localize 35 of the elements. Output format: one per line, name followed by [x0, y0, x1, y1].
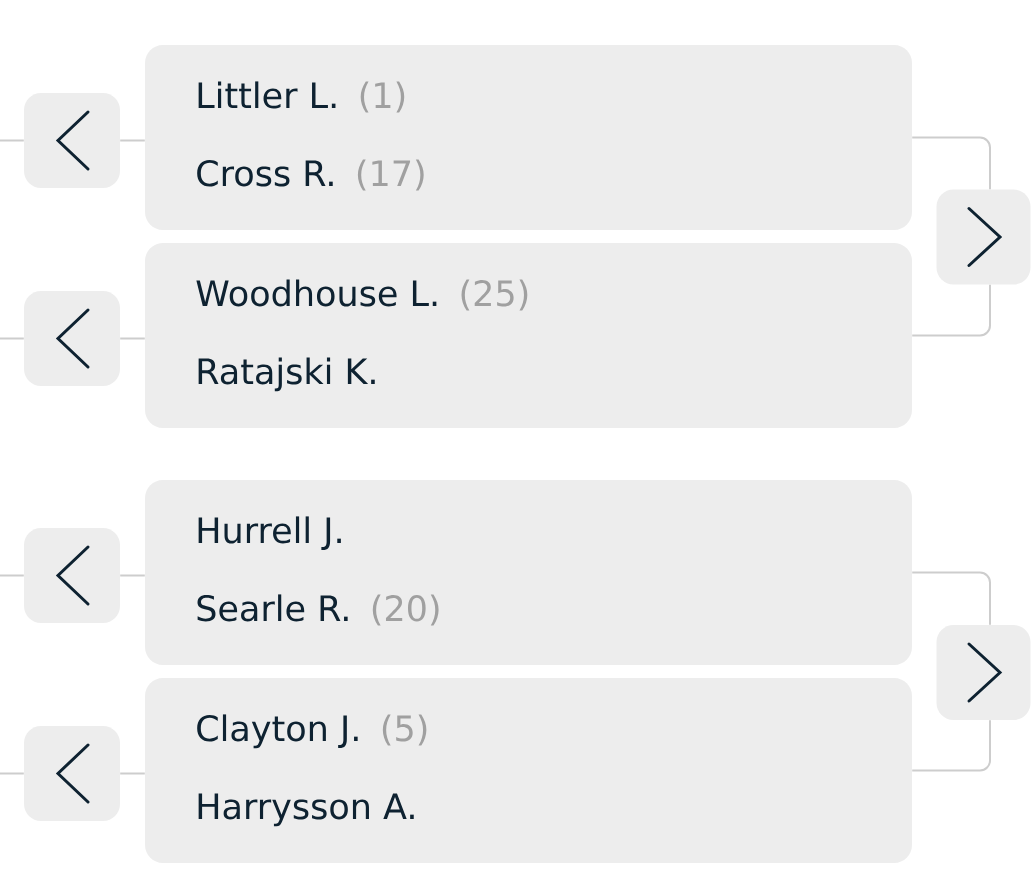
nav-button — [24, 93, 120, 188]
player-name: Cross R. — [197, 160, 333, 187]
match-box — [145, 45, 912, 230]
connector-line — [911, 719, 991, 772]
player-name: Searle R. — [197, 594, 348, 622]
nav-button — [936, 189, 1031, 285]
match-box — [145, 243, 912, 428]
player-name: Ratajski K. — [198, 357, 375, 392]
player-name: Harrysson A. — [198, 793, 414, 827]
nav-button — [24, 726, 120, 821]
seed-number: (17) — [357, 159, 424, 191]
match-box — [145, 480, 912, 665]
nav-button — [936, 625, 1031, 720]
player-name: Littler L. — [198, 81, 336, 109]
seed-number: (1) — [360, 81, 405, 113]
connector-line — [119, 772, 146, 775]
seed-number: (20) — [372, 594, 439, 626]
connector-line — [119, 574, 146, 577]
connector-line — [911, 571, 991, 626]
connector-line — [119, 337, 146, 340]
nav-button — [24, 528, 120, 623]
seed-number: (5) — [382, 714, 427, 746]
seed-number: (25) — [461, 279, 528, 311]
connector-line — [0, 139, 25, 142]
player-name: Clayton J. — [197, 714, 358, 749]
connector-line — [119, 139, 146, 142]
nav-button — [24, 291, 120, 386]
player-name: Woodhouse L. — [196, 279, 437, 307]
match-box — [145, 678, 912, 863]
connector-line — [0, 772, 25, 775]
connector-line — [911, 283, 991, 337]
connector-line — [911, 136, 991, 191]
connector-line — [0, 337, 25, 340]
player-name: Hurrell J. — [198, 516, 341, 550]
connector-line — [0, 574, 25, 577]
